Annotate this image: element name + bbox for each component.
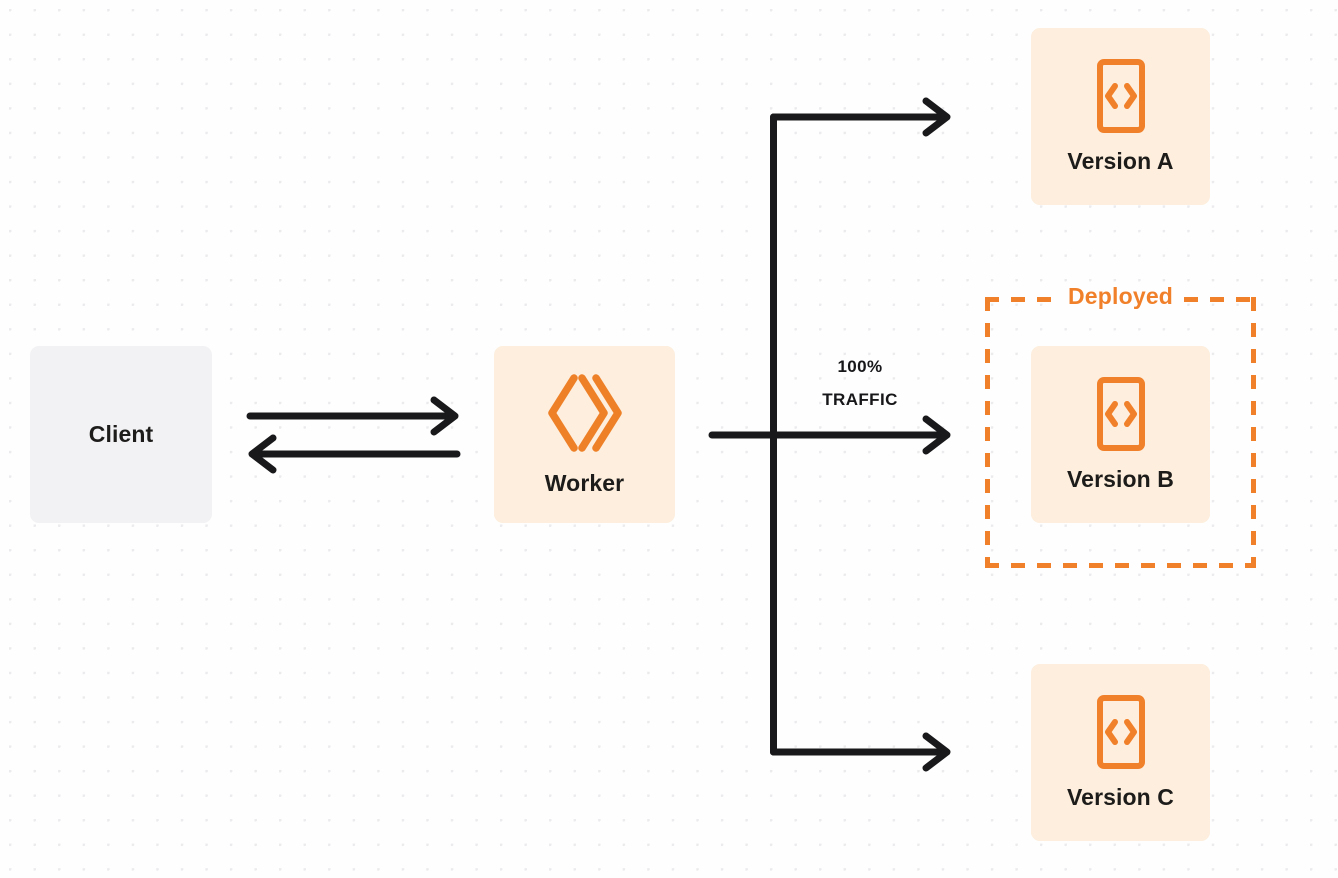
traffic-caption: TRAFFIC [822, 390, 898, 410]
deployed-border-top-left [985, 297, 1057, 302]
code-brackets-icon [1091, 58, 1151, 134]
version-b-label: Version B [1067, 466, 1174, 492]
deployed-border-top-right [1184, 297, 1256, 302]
code-brackets-icon [1091, 376, 1151, 452]
deployed-label: Deployed [1057, 282, 1184, 310]
arrow-worker-to-client [248, 434, 461, 474]
arrow-worker-to-version-c [770, 732, 951, 772]
version-c-label: Version C [1067, 784, 1174, 810]
deployed-border-left [985, 297, 990, 568]
version-a-label: Version A [1067, 148, 1174, 174]
arrow-worker-to-version-a [770, 97, 951, 137]
deployed-border-right [1251, 297, 1256, 568]
arrow-worker-to-version-b [708, 415, 951, 455]
deployed-border-bottom [985, 563, 1256, 568]
worker-node[interactable]: Worker [494, 346, 675, 523]
arrow-client-to-worker [246, 396, 459, 436]
client-node[interactable]: Client [30, 346, 212, 523]
cloudflare-workers-logo-icon [546, 372, 624, 454]
version-b-node[interactable]: Version B [1031, 346, 1210, 523]
code-brackets-icon [1091, 694, 1151, 770]
traffic-percent: 100% [837, 357, 883, 376]
version-c-node[interactable]: Version C [1031, 664, 1210, 841]
traffic-label: 100% TRAFFIC [790, 350, 930, 416]
worker-label: Worker [544, 470, 625, 496]
version-a-node[interactable]: Version A [1031, 28, 1210, 205]
client-label: Client [88, 421, 154, 447]
